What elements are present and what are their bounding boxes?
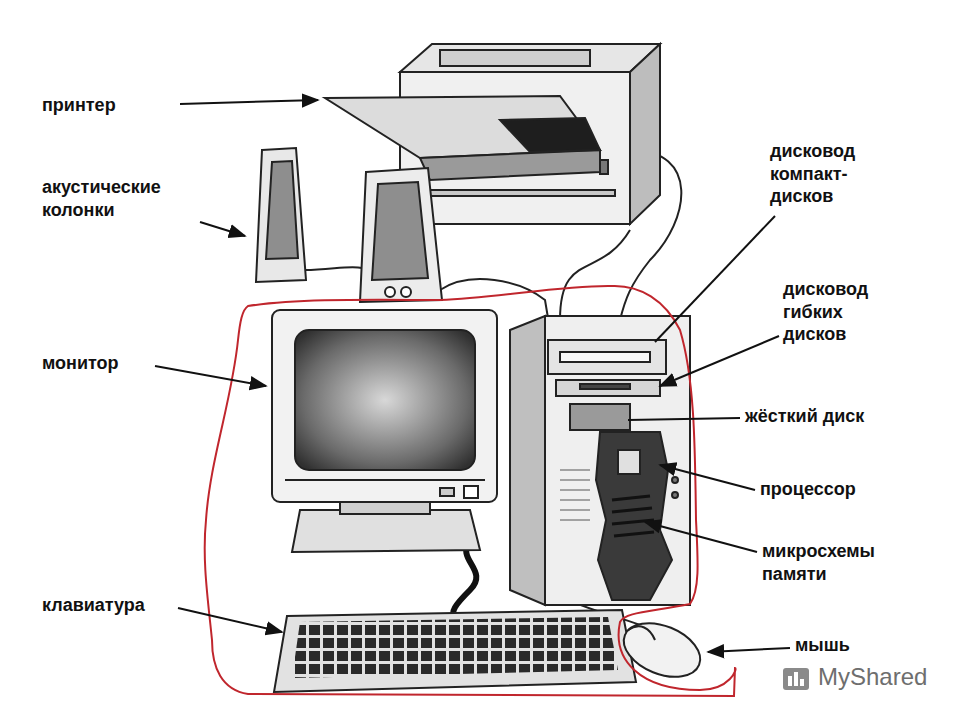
leader-lines: [155, 100, 790, 652]
part-label: микросхемы памяти: [762, 540, 892, 585]
mouse-button-line: [628, 626, 655, 640]
monitor-button: [440, 488, 454, 496]
part-label: принтер: [42, 94, 116, 117]
keyboard-body: [274, 610, 636, 692]
hard-disk: [570, 404, 630, 430]
printer-button: [600, 160, 608, 174]
system-unit: [510, 316, 690, 605]
speaker-grille: [372, 182, 428, 280]
speaker-left: [256, 148, 306, 282]
part-label: дисковод компакт-дисков: [770, 140, 900, 208]
monitor-stand: [292, 510, 480, 552]
keyboard-cable: [453, 540, 476, 618]
mouse: [616, 613, 708, 687]
printer-top: [400, 44, 660, 72]
cd-drive: [548, 340, 666, 374]
leader-arrow: [180, 100, 318, 104]
case-side: [510, 316, 545, 605]
monitor-case: [272, 310, 497, 502]
case-cutaway: [596, 432, 672, 600]
printer-lid: [440, 50, 590, 66]
leader-arrow: [660, 336, 779, 386]
speakers: [256, 148, 442, 302]
monitor: [272, 310, 497, 552]
speaker-grille: [266, 161, 298, 259]
leader-arrow: [200, 222, 245, 236]
printer-side: [630, 44, 660, 224]
paper-slot: [500, 118, 600, 152]
speaker-link-cable: [305, 267, 362, 270]
part-label: клавиатура: [42, 594, 145, 617]
floppy-slot: [580, 384, 630, 389]
monitor-power-button: [464, 486, 478, 498]
speaker-knob: [385, 287, 395, 297]
part-label: акустические колонки: [42, 176, 192, 221]
monitor-screen: [295, 330, 475, 470]
watermark-icon: [783, 668, 809, 690]
paper-tray: [325, 96, 600, 158]
speaker-right: [360, 168, 442, 302]
power-cable: [560, 230, 630, 320]
part-label: жёсткий диск: [745, 405, 864, 428]
keyboard-keys: [292, 617, 618, 678]
leader-line: [628, 418, 740, 420]
power-led: [672, 477, 678, 483]
part-label: мышь: [795, 634, 850, 657]
speaker-knob: [401, 287, 411, 297]
floppy-drive: [556, 380, 660, 396]
hdd-led: [672, 492, 678, 498]
printer-panel: [415, 190, 615, 196]
leader-arrow: [660, 465, 755, 490]
leader-arrow: [178, 608, 282, 632]
leader-line: [655, 216, 775, 342]
part-label: монитор: [42, 352, 119, 375]
case-vents: [560, 470, 590, 520]
part-label: процессор: [760, 478, 856, 501]
case-front: [545, 316, 690, 605]
mouse-body: [616, 613, 708, 687]
watermark-text: MyShared: [818, 662, 927, 692]
tray-edge: [420, 150, 600, 180]
cd-tray: [560, 352, 650, 362]
leader-arrow: [645, 522, 757, 552]
leader-arrow: [708, 648, 790, 652]
monitor-bezel-line: [285, 479, 485, 481]
memory-chips: [612, 496, 654, 536]
highlight-outline: [205, 286, 736, 696]
keyboard: [274, 610, 636, 692]
processor: [618, 450, 640, 474]
leader-arrow: [155, 366, 266, 386]
part-label: дисковод гибких дисков: [783, 278, 893, 346]
